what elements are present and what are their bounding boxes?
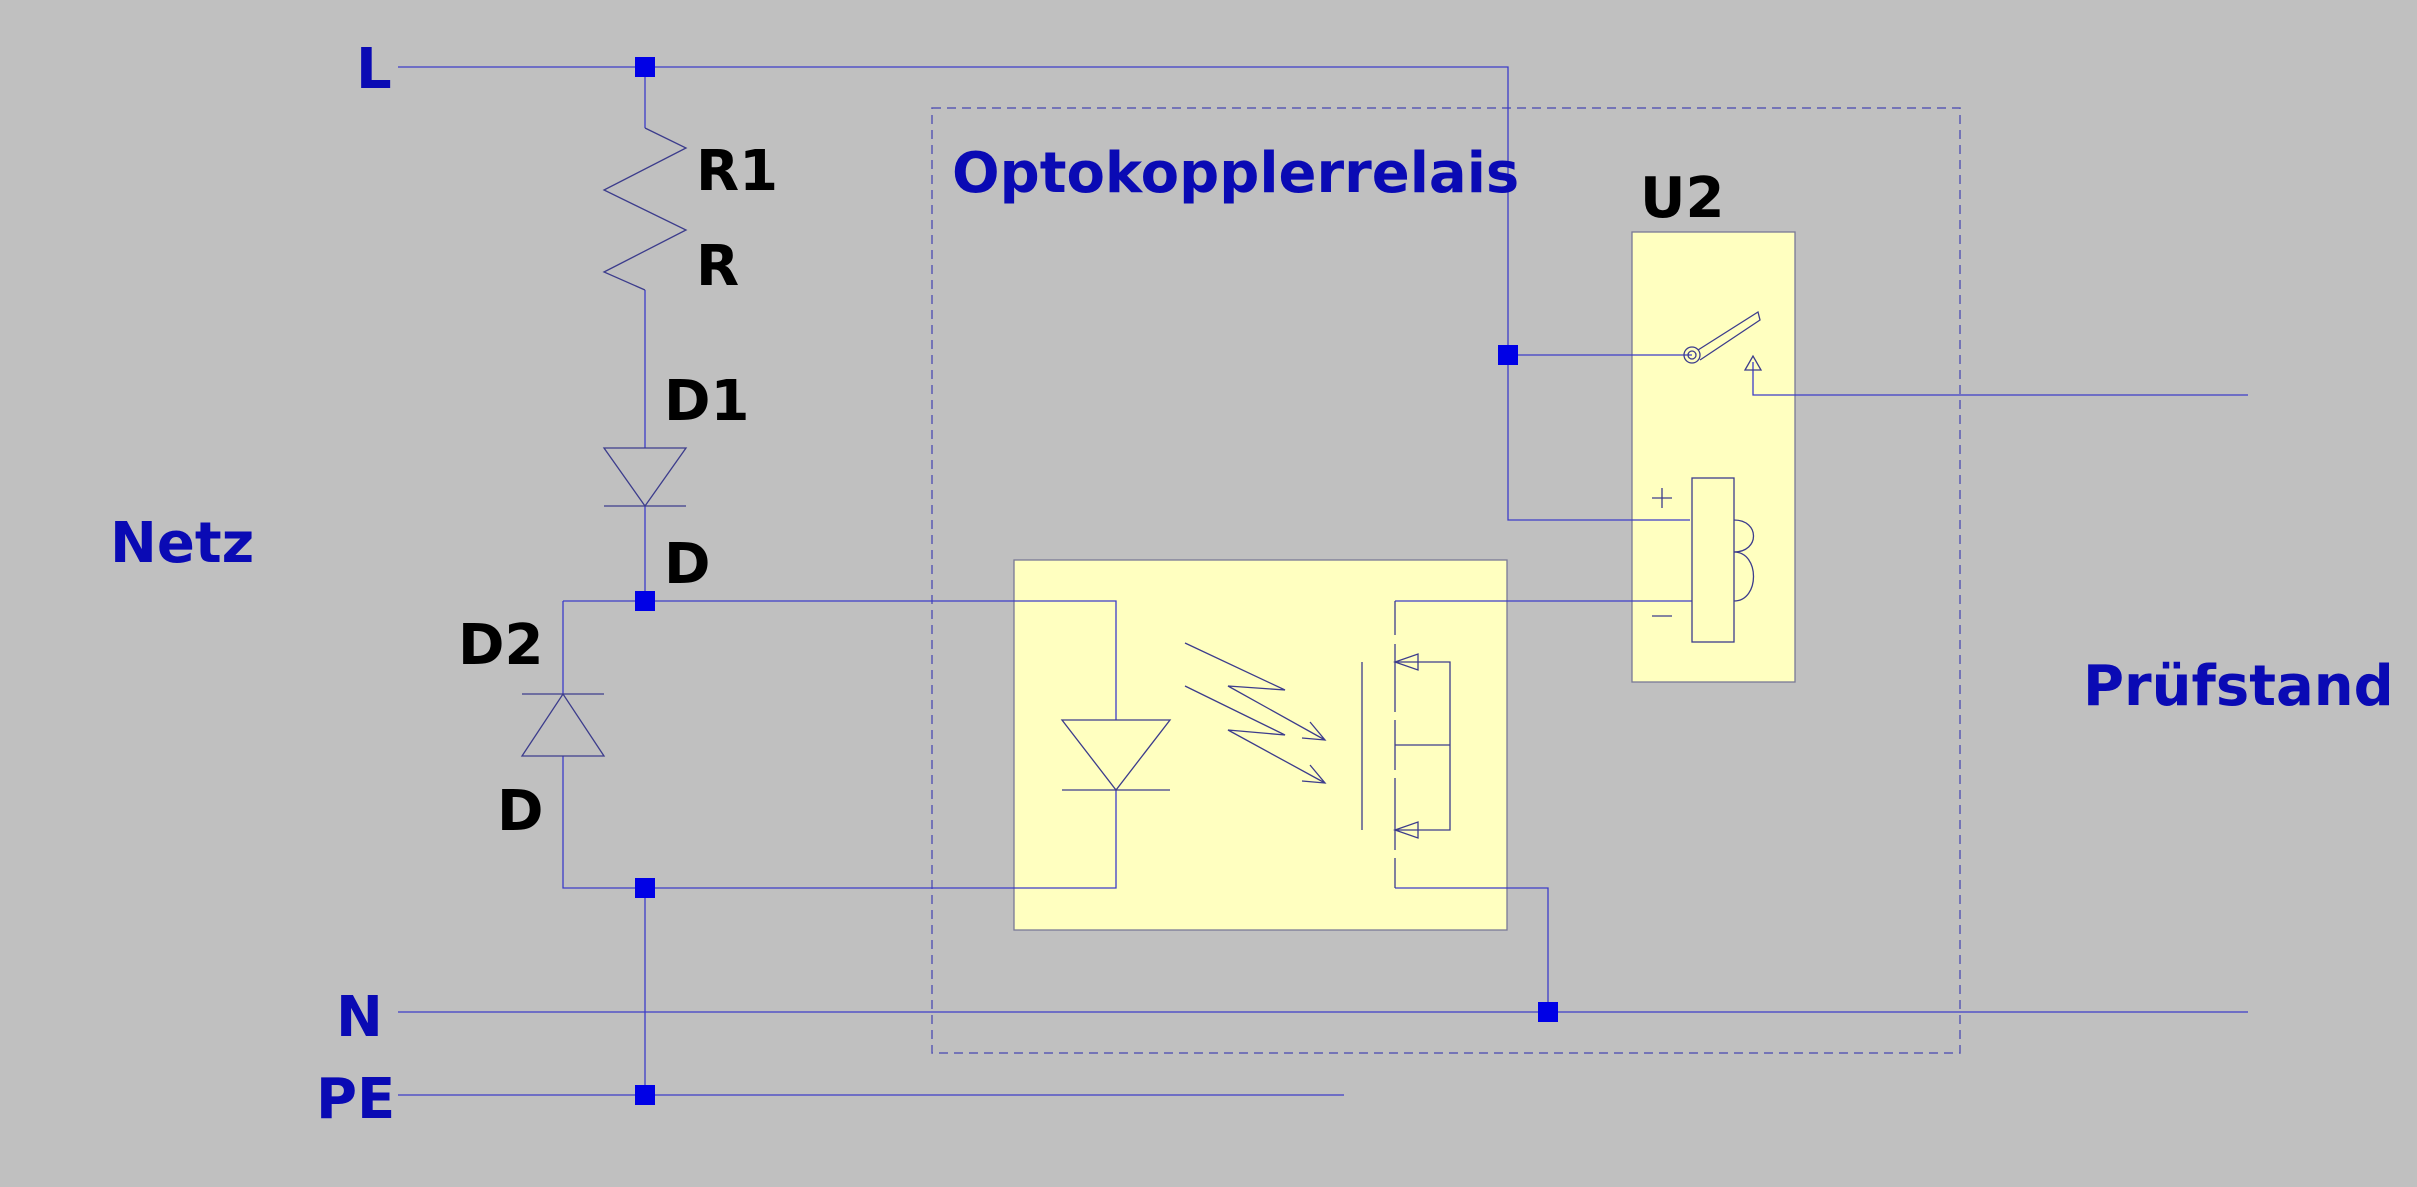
d1-value-label: D xyxy=(664,532,710,597)
u2-ref-label: U2 xyxy=(1640,166,1724,231)
r1-value-label: R xyxy=(696,234,739,299)
net-label-netz: Netz xyxy=(110,511,254,576)
junction xyxy=(635,1085,655,1105)
junction xyxy=(1538,1002,1558,1022)
r1-ref-label: R1 xyxy=(696,139,778,204)
relay-icon xyxy=(1652,310,1763,643)
net-label-pruefstand: Prüfstand xyxy=(2083,654,2394,719)
group-title: Optokopplerrelais xyxy=(952,141,1519,206)
wire-mosfet-n xyxy=(1395,887,1549,1012)
wire-l xyxy=(398,66,1690,521)
optocoupler-icon xyxy=(1060,601,1451,888)
junction xyxy=(635,878,655,898)
net-label-n: N xyxy=(336,985,383,1050)
resistor-icon xyxy=(602,127,688,291)
junction xyxy=(635,57,655,77)
diode-icon xyxy=(520,692,606,757)
relay-u2-body[interactable] xyxy=(1631,231,1796,683)
wire-switch-out xyxy=(1752,362,2248,396)
net-label-l: L xyxy=(356,37,392,102)
wires xyxy=(398,66,2248,1096)
net-label-pe: PE xyxy=(316,1067,395,1132)
junction xyxy=(635,591,655,611)
d1-ref-label: D1 xyxy=(664,369,749,434)
junction xyxy=(1498,345,1518,365)
d2-value-label: D xyxy=(497,779,543,844)
wire-d2-bottom xyxy=(562,756,1117,889)
wire-node-led xyxy=(563,600,1117,720)
optokopplerrelais-group-box xyxy=(931,107,1961,1054)
d2-ref-label: D2 xyxy=(458,613,543,678)
junctions xyxy=(635,57,1558,1105)
diode-icon xyxy=(602,447,688,508)
